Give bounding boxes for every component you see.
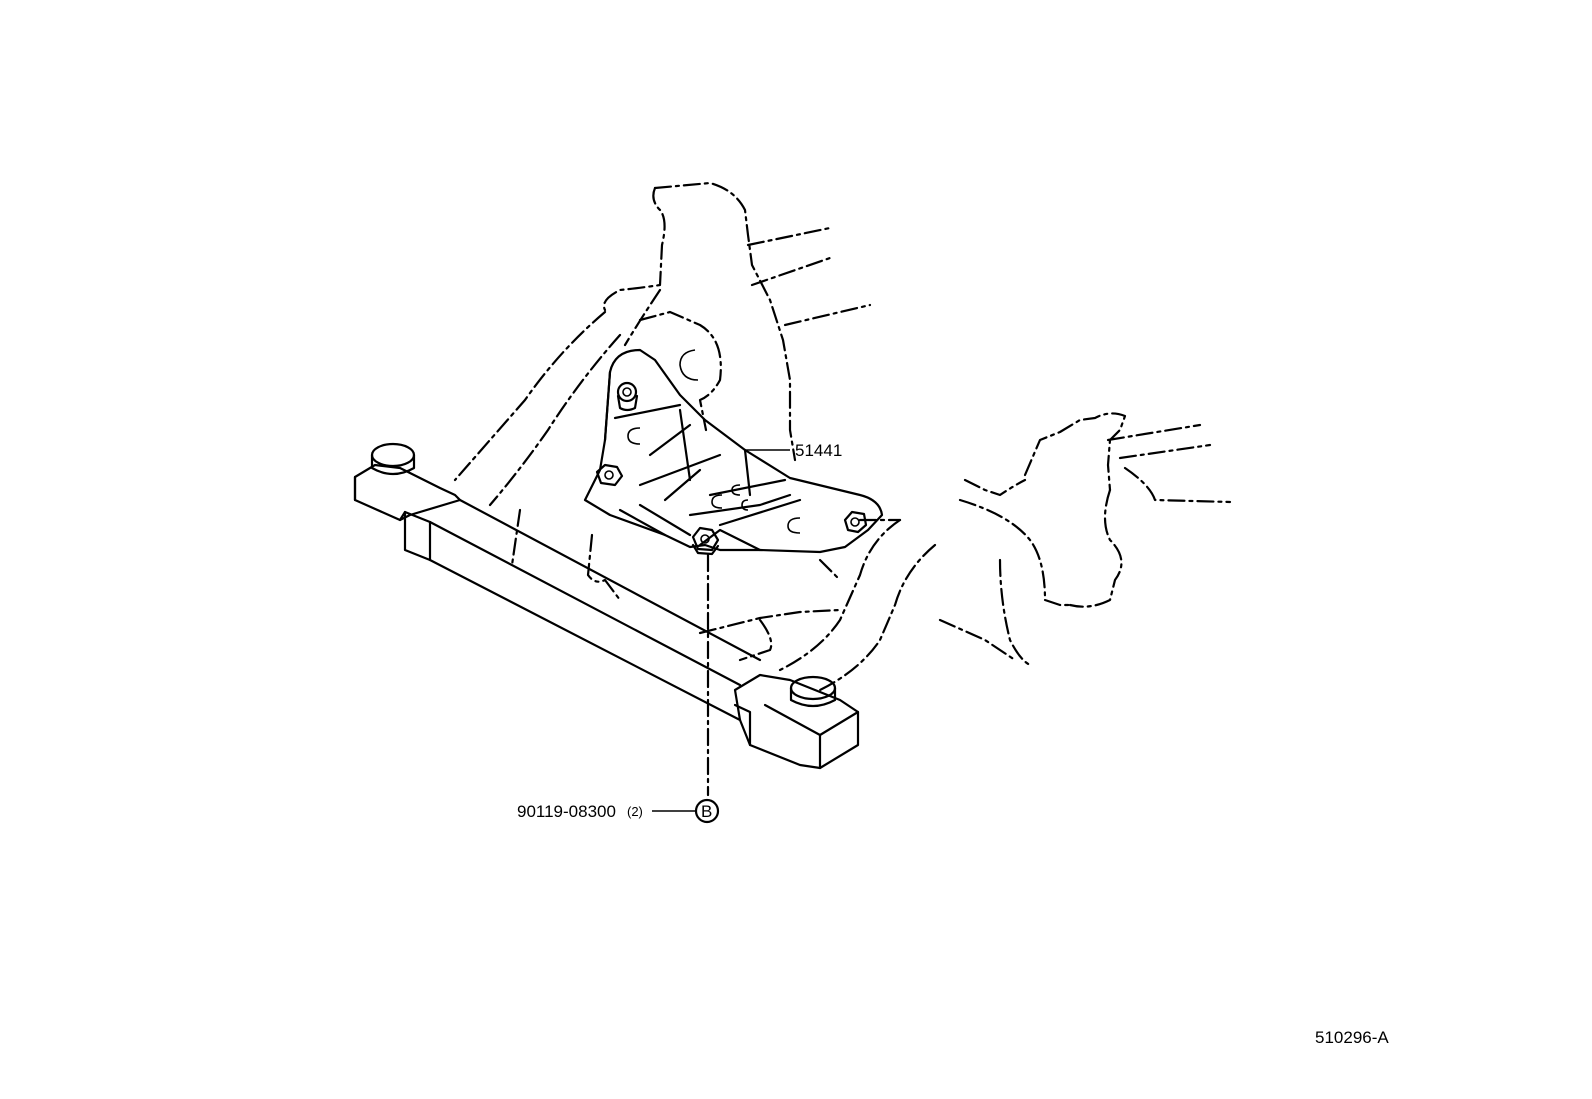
bracket-51441: [583, 348, 884, 556]
part-number-51441: 51441: [795, 441, 842, 460]
part-number-bolt: 90119-08300: [517, 802, 616, 821]
front-crossmember: [353, 442, 860, 770]
bolt-symbol-letter: B: [701, 802, 712, 821]
nut-right-icon: [843, 510, 868, 534]
bolt-center-icon: [691, 526, 720, 556]
bolt-symbol-badge: B: [694, 798, 720, 824]
nut-upper-left-icon: [616, 381, 639, 412]
nut-left-icon: [595, 463, 624, 487]
drawing-reference: 510296-A: [1315, 1028, 1389, 1047]
bolt-quantity: (2): [627, 804, 643, 819]
vehicle-phantom-outline: [453, 181, 1232, 692]
